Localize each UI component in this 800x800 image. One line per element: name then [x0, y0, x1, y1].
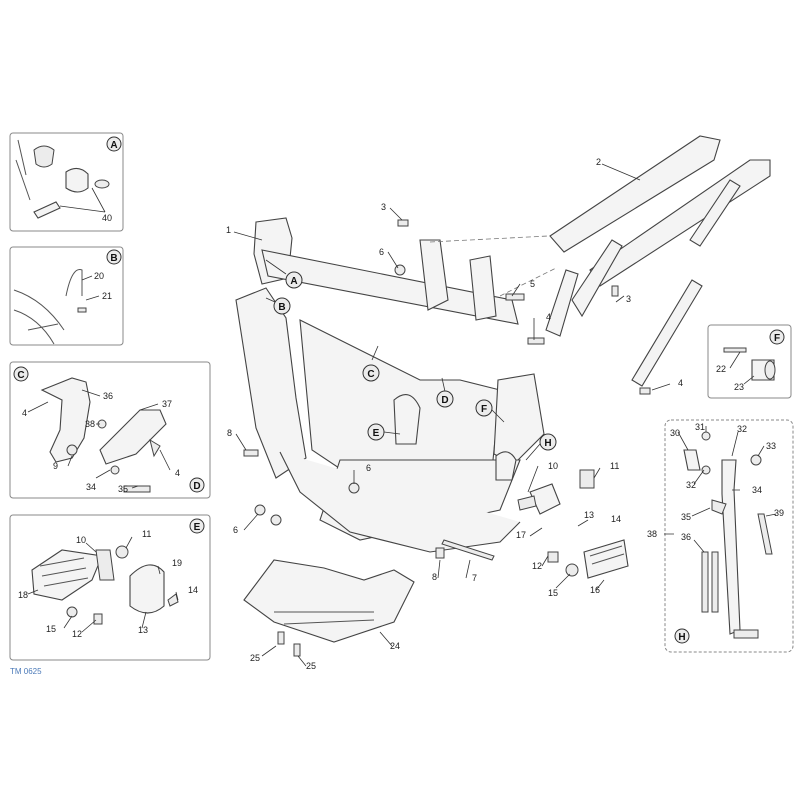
detail-letter-c: C — [17, 370, 24, 381]
label-part-10a: 10 — [76, 535, 86, 545]
label-part-32b: 32 — [686, 480, 696, 490]
label-part-2: 2 — [596, 157, 601, 167]
callout-b — [273, 297, 291, 315]
inset-b: 20 21 B — [9, 246, 124, 346]
label-part-15b: 15 — [548, 588, 558, 598]
label-part-4c: 4 — [546, 312, 551, 322]
label-part-1: 1 — [226, 225, 231, 235]
label-part-8b: 8 — [432, 572, 437, 582]
label-part-3a: 3 — [381, 202, 386, 212]
rear-subframe — [429, 135, 771, 387]
callout-letter-e: E — [373, 428, 380, 439]
detail-badge-h — [674, 628, 690, 644]
label-part-6a: 6 — [379, 247, 384, 257]
label-part-12a: 12 — [72, 629, 82, 639]
label-part-11b: 11 — [610, 461, 619, 471]
callout-f — [475, 399, 493, 417]
label-part-7: 7 — [472, 573, 477, 583]
label-part-35: 34 — [752, 485, 762, 495]
detail-badge-d — [189, 477, 205, 493]
skid-plate — [243, 559, 415, 643]
label-part-10b: 10 — [548, 461, 558, 471]
label-part-38: 38 — [647, 529, 657, 539]
label-part-37: 36 — [681, 532, 691, 542]
detail-badge-c — [13, 366, 29, 382]
label-part-40: 40 — [102, 213, 112, 223]
label-part-9: 9 — [53, 461, 58, 471]
main-leaders — [233, 163, 671, 667]
main-frame — [235, 217, 545, 553]
document-code: TM 0625 — [10, 667, 42, 676]
label-part-17: 17 — [516, 530, 526, 540]
callout-letter-f: F — [481, 404, 487, 415]
footpeg-assembly — [441, 469, 629, 579]
label-part-15a: 15 — [46, 624, 56, 634]
inset-a: 40 A — [9, 132, 124, 232]
callout-letter-a: A — [290, 276, 297, 287]
detail-badge-a — [106, 136, 122, 152]
label-part-5: 5 — [530, 279, 535, 289]
callout-badges: A B C D E F H — [273, 271, 557, 451]
label-part-14b: 14 — [611, 514, 621, 524]
label-part-31: 30 — [670, 428, 680, 438]
detail-badge-e — [189, 518, 205, 534]
label-part-29: 37 — [162, 399, 172, 409]
callout-letter-h: H — [544, 438, 551, 449]
label-part-18: 18 — [18, 590, 28, 600]
detail-letter-a: A — [110, 140, 117, 151]
detail-letter-d: D — [193, 481, 200, 492]
label-part-33: 32 — [737, 424, 747, 434]
callout-letter-b: B — [278, 302, 285, 313]
label-part-24: 24 — [390, 641, 400, 651]
inset-h: 30 31 32 33 32 34 35 36 39 38 H — [647, 419, 794, 653]
label-part-27: 35 — [118, 484, 128, 494]
label-part-22: 22 — [716, 364, 726, 374]
label-part-13b: 13 — [584, 510, 594, 520]
label-part-26: 34 — [86, 482, 96, 492]
label-part-32a: 31 — [695, 422, 705, 432]
detail-badge-b — [106, 249, 122, 265]
label-part-21: 21 — [102, 291, 112, 301]
label-part-4b: 4 — [175, 468, 180, 478]
label-part-16: 16 — [590, 585, 600, 595]
label-part-6b: 6 — [366, 463, 371, 473]
callout-h — [539, 433, 557, 451]
label-part-25a: 25 — [250, 653, 260, 663]
callout-e — [367, 423, 385, 441]
label-part-19: 19 — [172, 558, 182, 568]
detail-letter-f: F — [774, 333, 780, 344]
main-labels: 1 2 3 3 4 4 5 6 6 6 7 8 8 10 11 12 13 14… — [226, 157, 683, 671]
label-part-25b: 25 — [306, 661, 316, 671]
label-part-36: 35 — [681, 512, 691, 522]
detail-letter-h: H — [678, 632, 685, 643]
label-part-20: 20 — [94, 271, 104, 281]
callout-a — [285, 271, 303, 289]
detail-letter-b: B — [110, 253, 117, 264]
callout-letter-c: C — [367, 369, 374, 380]
label-part-11a: 11 — [142, 529, 151, 539]
label-part-13a: 13 — [138, 625, 148, 635]
label-part-30: 38 — [85, 419, 95, 429]
label-part-34: 33 — [766, 441, 776, 451]
label-part-4a: 4 — [22, 408, 27, 418]
label-part-14a: 14 — [188, 585, 198, 595]
inset-c-d: 4 9 36 37 38 34 35 4 C D — [9, 361, 211, 499]
label-part-4d: 4 — [678, 378, 683, 388]
callout-letter-d: D — [441, 395, 448, 406]
label-part-39: 39 — [774, 508, 784, 518]
label-part-3b: 3 — [626, 294, 631, 304]
detail-badge-f — [769, 329, 785, 345]
label-part-8a: 8 — [227, 428, 232, 438]
callout-d — [436, 390, 454, 408]
label-part-28: 36 — [103, 391, 113, 401]
inset-f: 22 23 F — [707, 324, 792, 399]
label-part-6c: 6 — [233, 525, 238, 535]
detail-letter-e: E — [194, 522, 201, 533]
inset-e: 18 10 11 19 14 15 12 13 E — [9, 514, 211, 661]
callout-c — [362, 364, 380, 382]
label-part-23: 23 — [734, 382, 744, 392]
label-part-12b: 12 — [532, 561, 542, 571]
